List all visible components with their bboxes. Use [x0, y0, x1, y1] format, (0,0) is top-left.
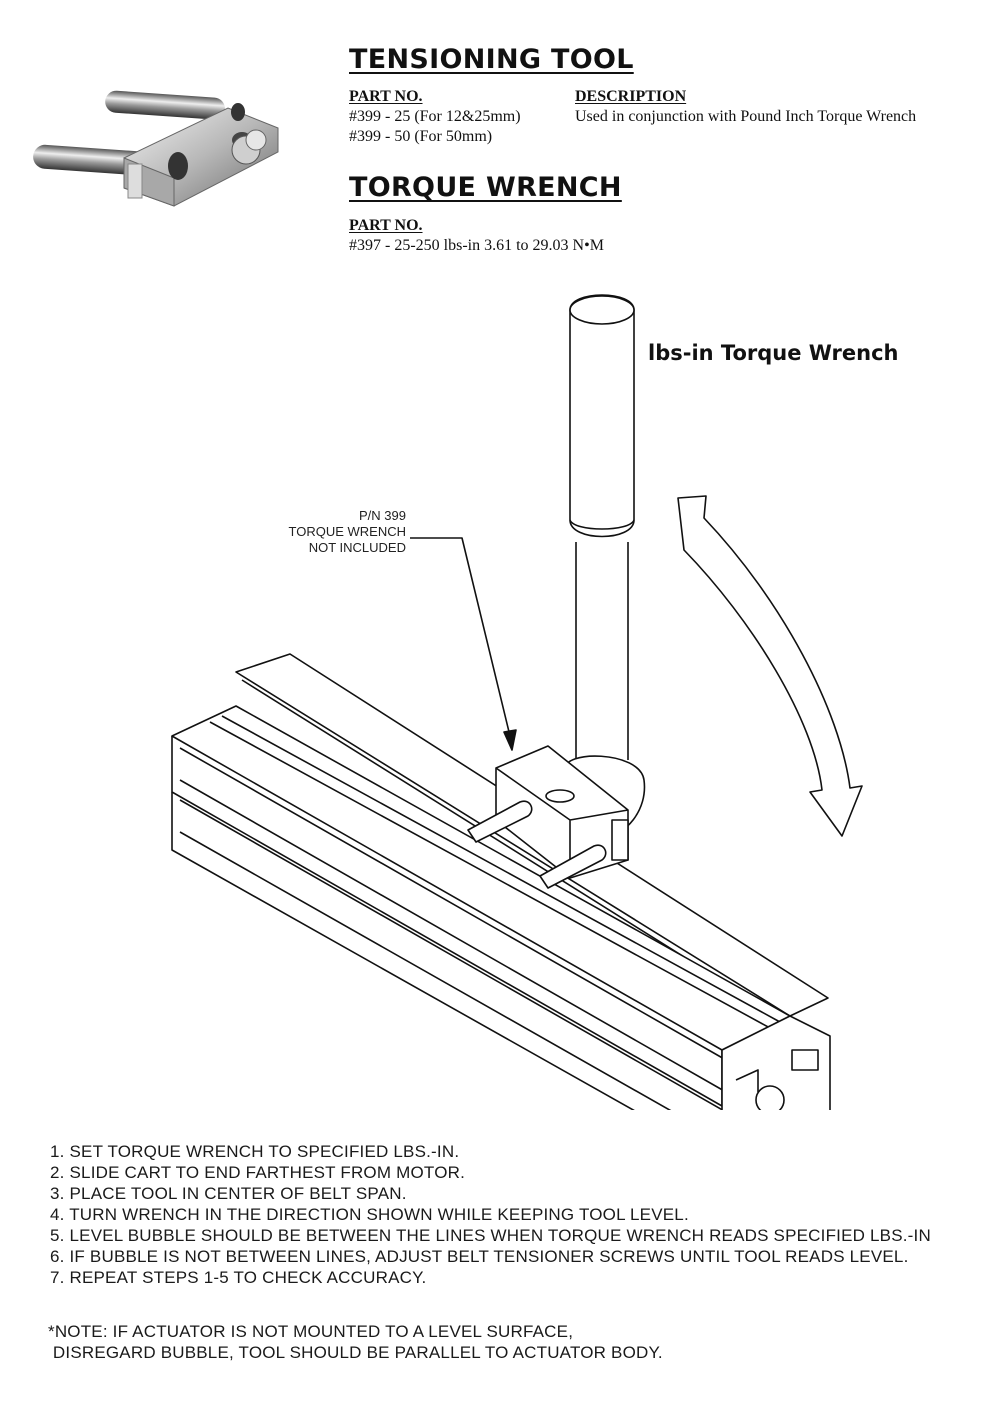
extrusion-body — [171, 705, 791, 1051]
tensioning-tool-title: TENSIONING TOOL — [349, 44, 634, 75]
part-number-399-25: #399 - 25 (For 12&25mm) — [349, 108, 521, 125]
step-item: 4. TURN WRENCH IN THE DIRECTION SHOWN WH… — [50, 1205, 689, 1224]
step-item: 2. SLIDE CART TO END FARTHEST FROM MOTOR… — [50, 1163, 466, 1182]
step-item: 3. PLACE TOOL IN CENTER OF BELT SPAN. — [50, 1184, 407, 1203]
callout-line: TORQUE WRENCH — [288, 524, 406, 539]
step-item: 6. IF BUBBLE IS NOT BETWEEN LINES, ADJUS… — [50, 1247, 909, 1266]
wrench-handle — [569, 294, 635, 538]
torque-part-no-label: PART NO. — [349, 217, 423, 234]
torque-wrench-part: #397 - 25-250 lbs-in 3.61 to 29.03 N•M — [349, 237, 604, 254]
wrench-label: lbs-in Torque Wrench — [648, 341, 899, 365]
rotation-arrow-icon — [677, 495, 863, 837]
callout-text: P/N 399 TORQUE WRENCH NOT INCLUDED — [256, 508, 406, 556]
actuator-drawing — [171, 294, 863, 1110]
note-block: *NOTE: IF ACTUATOR IS NOT MOUNTED TO A L… — [48, 1322, 663, 1364]
instruction-steps: 1. SET TORQUE WRENCH TO SPECIFIED LBS.-I… — [50, 1142, 931, 1289]
note-line: DISREGARD BUBBLE, TOOL SHOULD BE PARALLE… — [48, 1343, 663, 1362]
callout-line: P/N 399 — [359, 508, 406, 523]
part-no-label: PART NO. — [349, 88, 423, 105]
part-number-399-50: #399 - 50 (For 50mm) — [349, 128, 493, 145]
step-item: 5. LEVEL BUBBLE SHOULD BE BETWEEN THE LI… — [50, 1226, 931, 1245]
step-item: 7. REPEAT STEPS 1-5 TO CHECK ACCURACY. — [50, 1268, 427, 1287]
callout-leader — [410, 537, 511, 737]
extrusion-end-face — [721, 1015, 831, 1110]
note-line: *NOTE: IF ACTUATOR IS NOT MOUNTED TO A L… — [48, 1322, 574, 1341]
callout-line: NOT INCLUDED — [308, 540, 406, 555]
description-label: DESCRIPTION — [575, 88, 687, 105]
tensioning-tool-photo — [33, 90, 279, 207]
step-item: 1. SET TORQUE WRENCH TO SPECIFIED LBS.-I… — [50, 1142, 460, 1161]
tool-description: Used in conjunction with Pound Inch Torq… — [575, 108, 917, 125]
torque-wrench-title: TORQUE WRENCH — [349, 172, 622, 203]
